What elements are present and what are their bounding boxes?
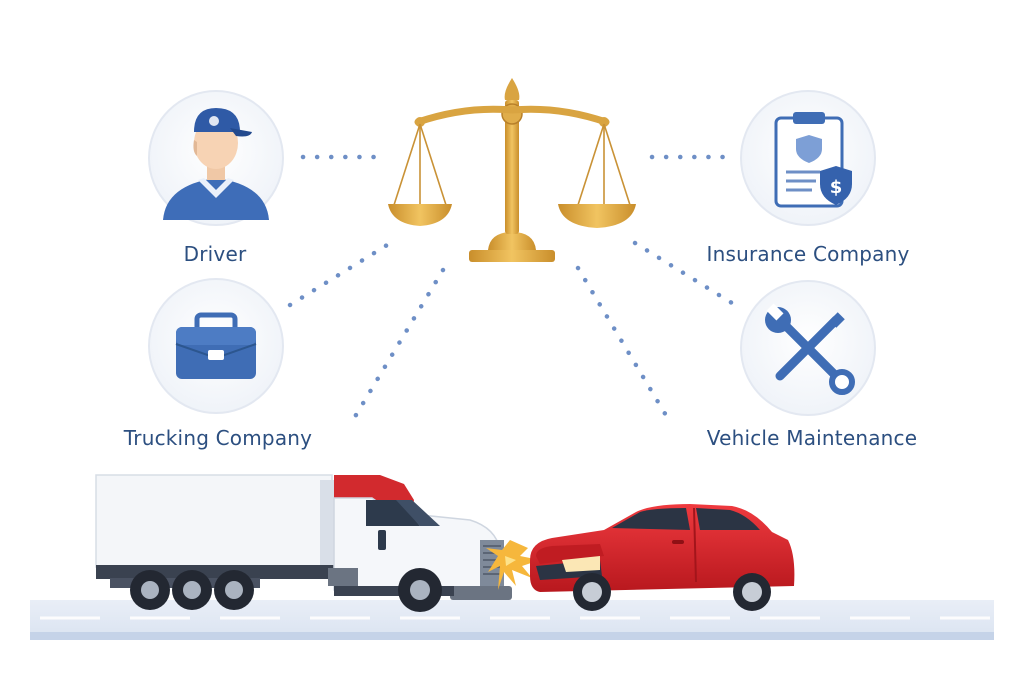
trucking-node	[148, 278, 284, 414]
insurance-document-icon: $	[774, 112, 852, 208]
driver-label: Driver	[183, 242, 247, 266]
svg-text:$: $	[830, 177, 843, 198]
driver-icon	[163, 108, 269, 220]
collision-spark	[486, 540, 540, 590]
scales-of-justice-icon	[388, 78, 636, 262]
road	[30, 600, 994, 640]
maintenance-node	[740, 280, 876, 416]
insurance-label: Insurance Company	[706, 242, 910, 266]
connector-truck-scene	[347, 267, 446, 428]
maintenance-label: Vehicle Maintenance	[706, 426, 918, 450]
truck-wheels	[130, 568, 442, 612]
driver-node	[148, 90, 284, 226]
connector-trucking	[287, 239, 395, 308]
trucking-label: Trucking Company	[123, 426, 313, 450]
wrench-screwdriver-icon	[765, 303, 855, 395]
briefcase-icon	[175, 312, 257, 379]
red-sedan	[530, 504, 795, 611]
insurance-node: $	[740, 90, 876, 226]
connector-car-scene	[575, 265, 673, 425]
connector-lines	[287, 154, 743, 428]
semi-truck	[95, 474, 512, 612]
